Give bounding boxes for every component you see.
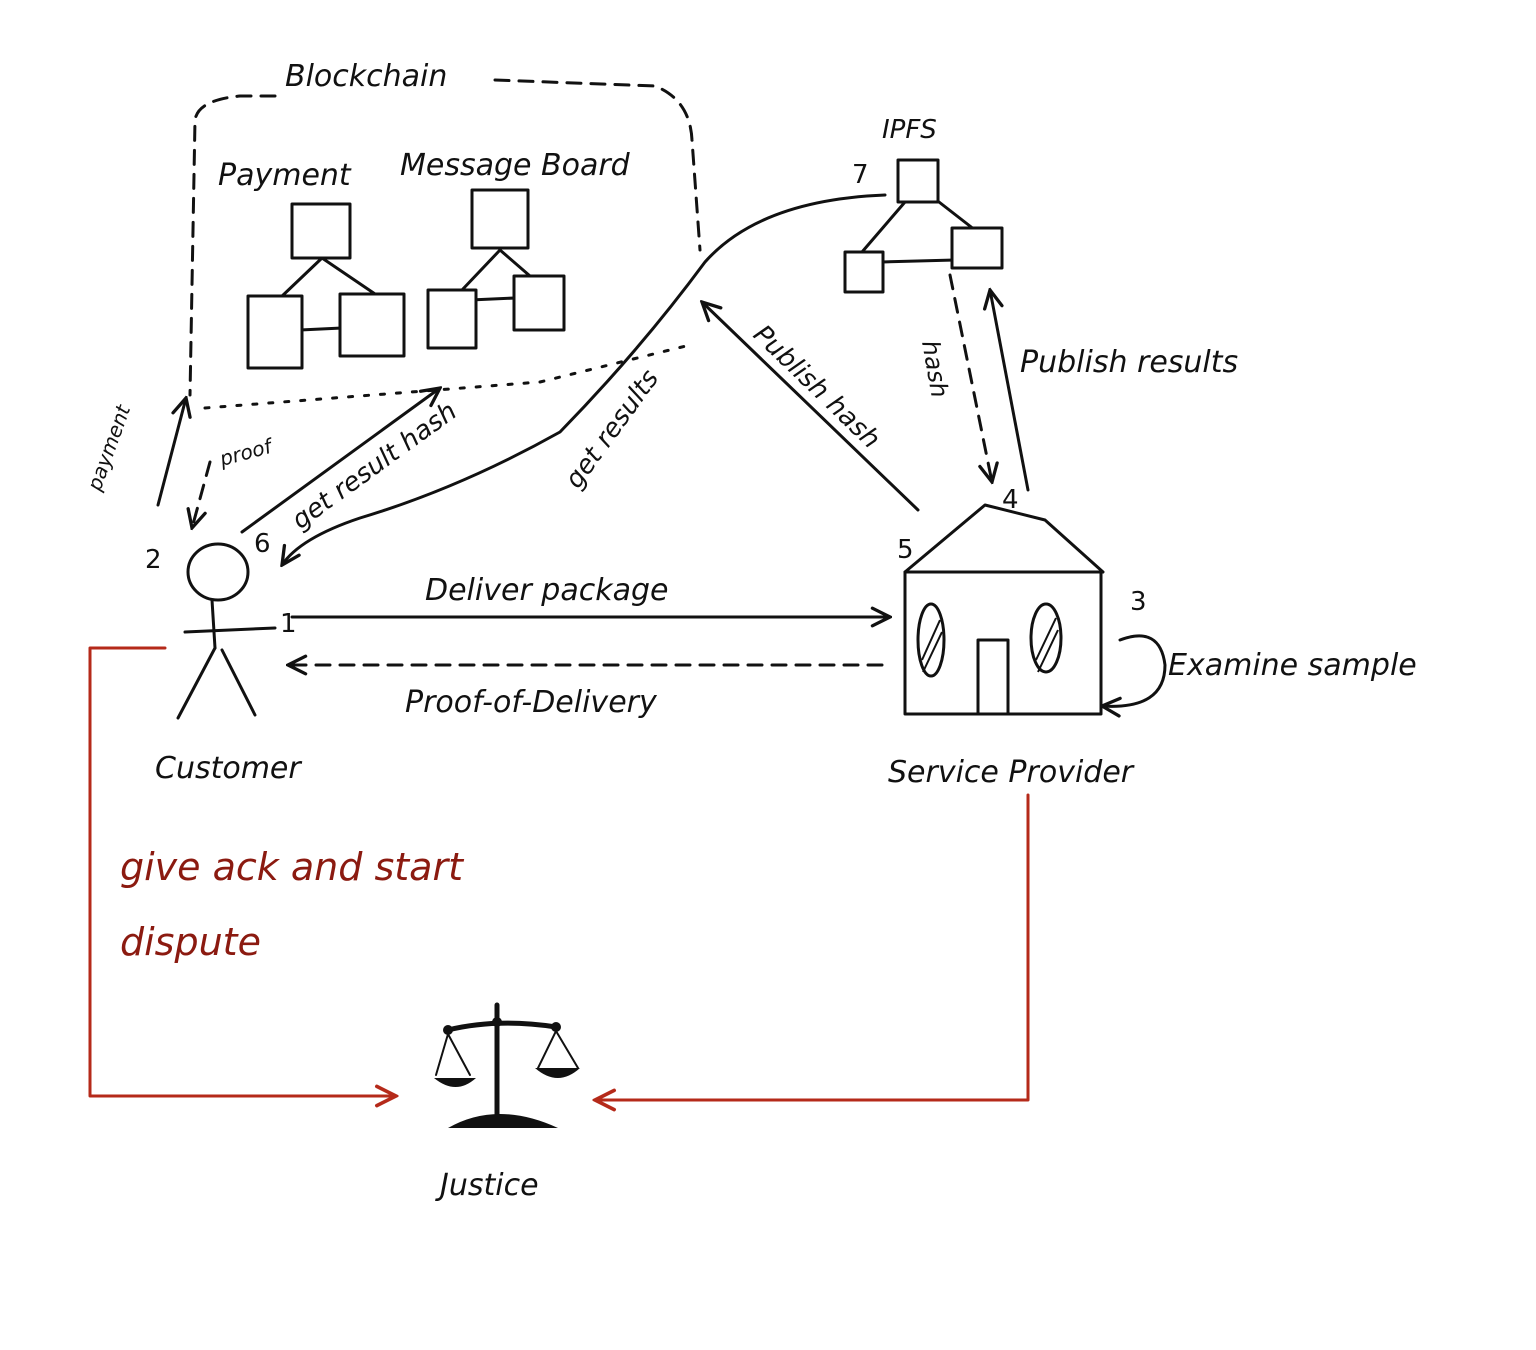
payment-label: Payment [218, 158, 352, 193]
edge-payment: payment 2 [82, 398, 186, 575]
dispute-label-line2: dispute [120, 920, 261, 964]
step-6: 6 [254, 529, 271, 559]
payment-tree [246, 202, 406, 370]
message-board-label: Message Board [400, 148, 631, 183]
edge-proof-of-delivery: Proof-of-Delivery [288, 665, 884, 720]
payment-block-right [338, 292, 406, 358]
message-block-left [426, 288, 478, 350]
publish-hash-label: Publish hash [747, 319, 886, 454]
customer-figure: Customer [155, 542, 302, 786]
blockchain-border-right [493, 78, 702, 252]
edge-examine-sample: Examine sample 3 [1102, 587, 1417, 706]
proof-of-delivery-label: Proof-of-Delivery [405, 685, 658, 720]
step-1: 1 [280, 609, 297, 639]
message-block-root [470, 188, 530, 250]
publish-results-label: Publish results [1020, 345, 1238, 380]
examine-sample-label: Examine sample [1168, 648, 1417, 683]
step-7: 7 [852, 160, 869, 190]
payment-block-left [246, 294, 304, 370]
edge-hash: hash [916, 273, 992, 482]
step-2: 2 [145, 545, 162, 575]
message-board-tree [426, 188, 566, 350]
step-4: 4 [1002, 485, 1019, 515]
edge-publish-hash: Publish hash 5 [702, 302, 920, 565]
get-results-label: get results [559, 364, 665, 494]
dispute-label-line1: give ack and start [120, 845, 465, 889]
blockchain-container: Blockchain Payment Message Board [188, 59, 702, 410]
customer-label: Customer [155, 751, 302, 786]
payment-edge-label: payment [82, 401, 136, 495]
ipfs-tree: IPFS [843, 115, 1004, 294]
ipfs-block-root [896, 158, 940, 204]
service-provider-label: Service Provider [888, 755, 1135, 790]
edge-publish-results: Publish results 4 [990, 290, 1238, 515]
message-block-right [512, 274, 566, 332]
deliver-package-label: Deliver package [425, 573, 669, 608]
dispute-edge-provider [595, 793, 1030, 1100]
edge-proof: proof [192, 433, 277, 528]
dispute-flow: give ack and start dispute [88, 646, 1030, 1100]
service-provider-house: Service Provider [888, 503, 1135, 790]
edge-deliver-package: Deliver package 1 [280, 573, 890, 639]
blockchain-border-bottom [203, 343, 692, 410]
justice-label: Justice [435, 1168, 539, 1203]
blockchain-title: Blockchain [285, 59, 447, 94]
step-3: 3 [1130, 587, 1147, 617]
proof-edge-label: proof [216, 433, 277, 471]
hash-edge-label: hash [916, 338, 954, 400]
justice-scales: Justice [434, 1002, 580, 1203]
ipfs-block-right [950, 226, 1004, 270]
payment-block-root [290, 202, 352, 260]
ipfs-block-left [843, 250, 885, 294]
dispute-edge-customer [88, 646, 396, 1096]
ipfs-label: IPFS [882, 115, 937, 145]
edge-get-result-hash: get result hash 6 [240, 388, 463, 559]
blockchain-border-left [188, 94, 277, 397]
step-5: 5 [897, 535, 914, 565]
